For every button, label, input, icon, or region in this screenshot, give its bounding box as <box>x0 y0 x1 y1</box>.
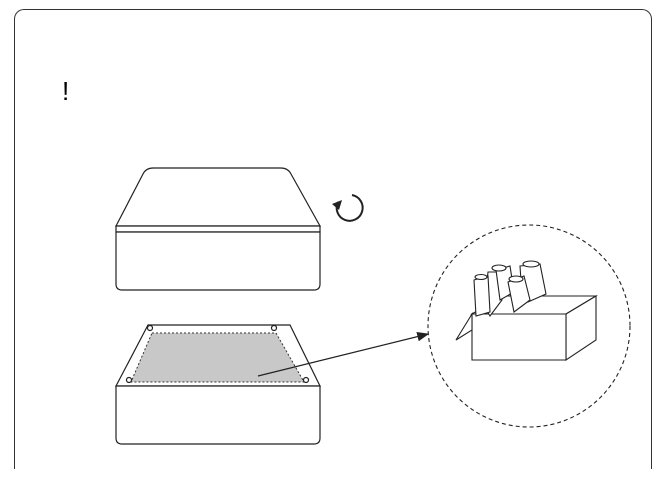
rotate-ccw-icon <box>332 194 364 222</box>
desiccant-box <box>455 295 598 362</box>
desiccant-packets <box>473 260 547 317</box>
warning-mark: ! <box>62 76 70 106</box>
leader-arrow <box>257 331 430 377</box>
base-case <box>115 324 321 445</box>
lid <box>115 167 322 291</box>
illustration-frame <box>14 9 652 469</box>
